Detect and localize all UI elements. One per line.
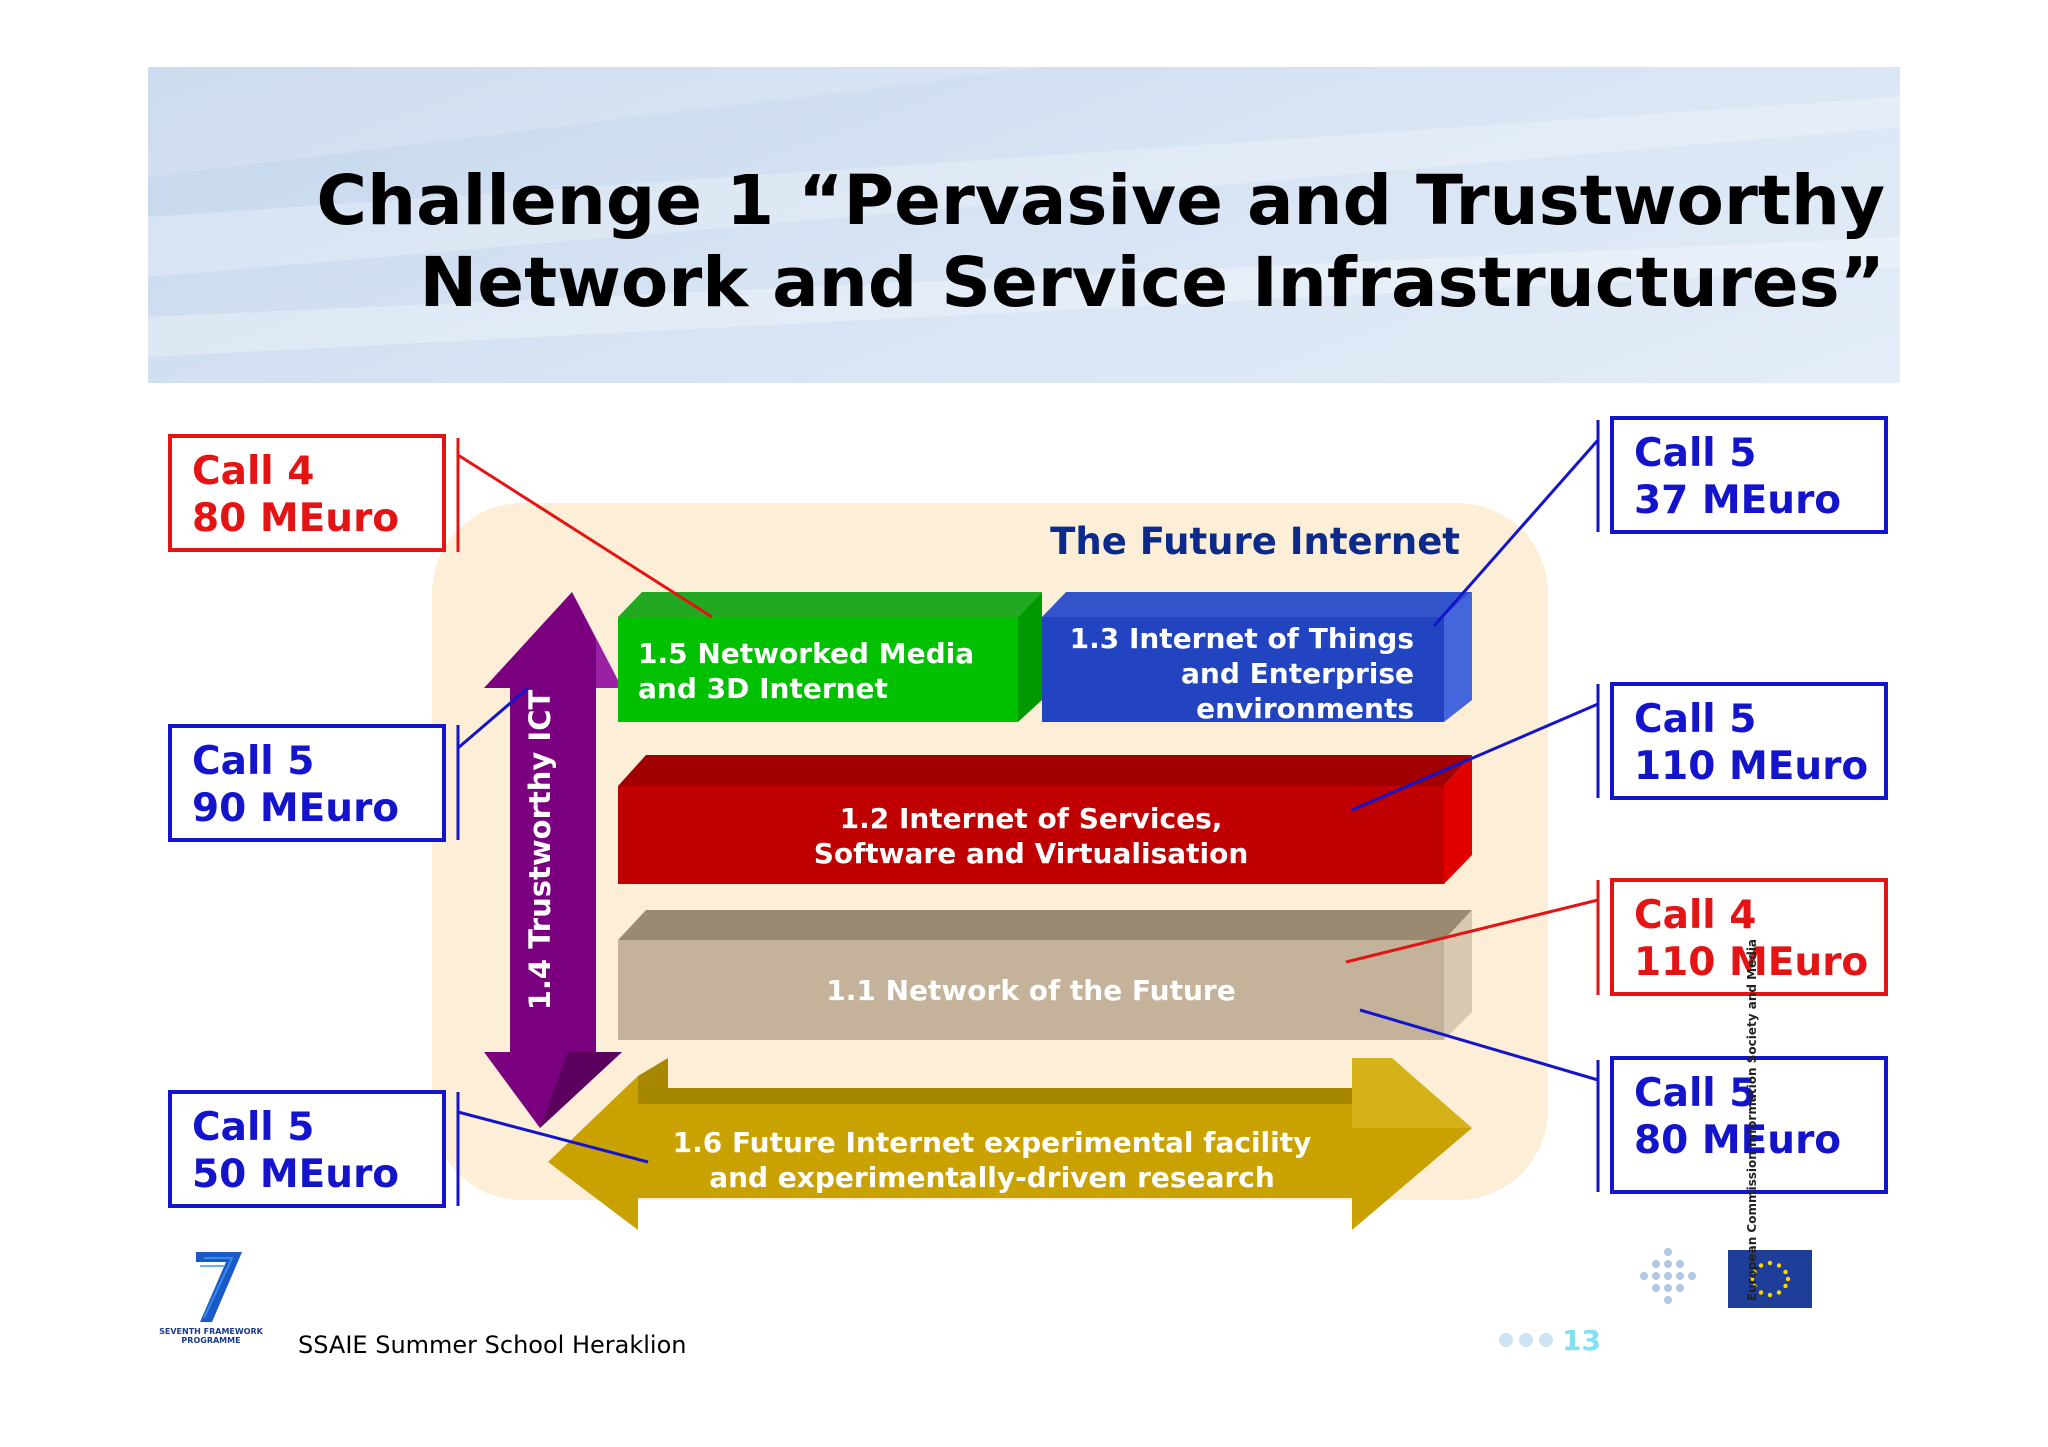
component-11-block <box>618 910 1472 1040</box>
component-11-label: 1.1 Network of the Future <box>618 973 1444 1008</box>
footer-text: SSAIE Summer School Heraklion <box>298 1331 687 1359</box>
component-11-line-1: 1.1 Network of the Future <box>826 974 1236 1007</box>
page-dots-icon <box>1499 1333 1553 1347</box>
component-13-block <box>1042 592 1472 722</box>
call-label: Call 5 <box>1634 431 1757 476</box>
component-14-text: 1.4 Trustworthy ICT <box>523 689 557 1011</box>
title-line-1: Challenge 1 “Pervasive and Trustworthy <box>316 161 1885 241</box>
call-box-right-2: Call 5 110 MEuro <box>1610 682 1888 800</box>
call-label: Call 4 <box>1634 893 1757 938</box>
call-label: Call 5 <box>192 739 315 784</box>
call-box-left-mid: Call 5 90 MEuro <box>168 724 446 842</box>
component-15-line-2: and 3D Internet <box>638 672 888 705</box>
call-amount: 80 MEuro <box>1634 1118 1842 1163</box>
call-amount: 80 MEuro <box>192 496 400 541</box>
fp7-logo-text: SEVENTH FRAMEWORK PROGRAMME <box>159 1327 263 1345</box>
component-12-line-2: Software and Virtualisation <box>813 837 1249 870</box>
call-amount: 50 MEuro <box>192 1152 400 1197</box>
component-12-label: 1.2 Internet of Services, Software and V… <box>618 801 1444 871</box>
component-12-block <box>618 755 1472 884</box>
call-amount: 37 MEuro <box>1634 478 1842 523</box>
eu-side-text-label: European Commission Information Society … <box>1745 938 1759 1302</box>
dots-cross-icon <box>1640 1248 1696 1304</box>
fp7-logo-icon <box>196 1252 242 1322</box>
call-box-right-1: Call 5 37 MEuro <box>1610 416 1888 534</box>
call-box-right-3: Call 4 110 MEuro <box>1610 878 1888 996</box>
connector-left-bot <box>456 1092 649 1206</box>
future-internet-heading: The Future Internet <box>1050 520 1460 563</box>
component-15-label: 1.5 Networked Media and 3D Internet <box>638 636 974 706</box>
call-label: Call 5 <box>1634 1071 1757 1116</box>
call-box-left-top: Call 4 80 MEuro <box>168 434 446 552</box>
call-box-left-bot: Call 5 50 MEuro <box>168 1090 446 1208</box>
connector-right-4 <box>1359 1008 1600 1192</box>
call-label: Call 5 <box>192 1105 315 1150</box>
component-16-arrow <box>548 1058 1472 1230</box>
component-15-block <box>618 592 1042 722</box>
eu-flag-icon <box>1728 1250 1812 1308</box>
component-16-label: 1.6 Future Internet experimental facilit… <box>592 1125 1392 1195</box>
component-13-line-3: environments <box>1196 692 1414 725</box>
call-label: Call 4 <box>192 449 315 494</box>
connector-right-1 <box>1432 420 1600 627</box>
component-13-line-2: and Enterprise <box>1181 657 1414 690</box>
connector-right-3 <box>1345 880 1600 995</box>
connector-left-top <box>456 438 713 619</box>
title-line-2: Network and Service Infrastructures” <box>419 243 1885 323</box>
call-label: Call 5 <box>1634 697 1757 742</box>
component-13-label: 1.3 Internet of Things and Enterprise en… <box>1044 621 1414 726</box>
component-16-line-1: 1.6 Future Internet experimental facilit… <box>672 1126 1312 1159</box>
call-amount: 110 MEuro <box>1634 744 1869 789</box>
connector-right-2 <box>1351 684 1600 812</box>
call-box-right-4: Call 5 80 MEuro <box>1610 1056 1888 1194</box>
component-12-line-1: 1.2 Internet of Services, <box>839 802 1223 835</box>
call-amount: 110 MEuro <box>1634 940 1869 985</box>
component-16-line-2: and experimentally-driven research <box>709 1161 1275 1194</box>
header-streaks <box>148 67 1900 357</box>
page-number: 13 <box>1562 1324 1601 1357</box>
component-13-line-1: 1.3 Internet of Things <box>1069 622 1414 655</box>
component-14-arrow <box>484 592 622 1128</box>
slide-title: Challenge 1 “Pervasive and Trustworthy N… <box>290 160 1885 324</box>
connector-left-mid <box>456 686 529 840</box>
component-15-line-1: 1.5 Networked Media <box>638 637 975 670</box>
call-amount: 90 MEuro <box>192 786 400 831</box>
header-band <box>148 67 1900 383</box>
